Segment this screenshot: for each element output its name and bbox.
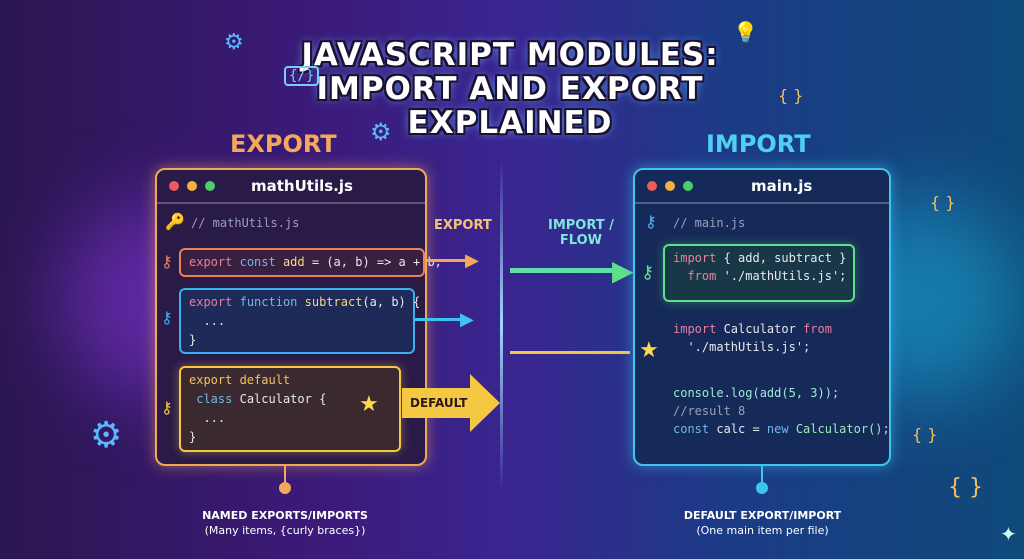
import-arrow-named <box>510 268 620 273</box>
code-comment: // mathUtils.js <box>191 216 300 230</box>
minimize-dot[interactable] <box>665 181 675 191</box>
caption-subtitle: (One main item per file) <box>696 524 829 537</box>
default-arrow-head <box>470 374 500 432</box>
code-token: (a, b) { <box>362 295 421 309</box>
connector-dot <box>279 482 291 494</box>
center-divider <box>500 160 503 490</box>
code-token: new <box>766 422 789 436</box>
code-token: } <box>189 430 197 444</box>
minimize-dot[interactable] <box>187 181 197 191</box>
braces-icon: { } <box>948 475 983 500</box>
code-token: const <box>239 255 276 269</box>
connector-line <box>761 466 763 484</box>
code-token: subtract <box>304 295 363 309</box>
star-icon: ★ <box>639 338 659 363</box>
gear-icon: ⚙ <box>224 30 244 55</box>
code-comment: // main.js <box>673 216 746 230</box>
code-token: Calculator <box>716 322 804 336</box>
default-import-code: import Calculator from './mathUtils.js'; <box>673 320 832 356</box>
braces-icon: { } <box>778 86 804 105</box>
sparkle-icon: ✦ <box>1000 522 1017 546</box>
usage-code: console.log(add(5, 3)); //result 8 const… <box>673 384 890 438</box>
code-token: = (a, b) => a + b; <box>304 255 442 269</box>
key-icon: ⚷ <box>641 262 655 283</box>
page-title: JAVASCRIPT MODULES: IMPORT AND EXPORT EX… <box>260 38 760 140</box>
key-icon: ⚷ <box>645 212 657 231</box>
code-token: './mathUtils.js'; <box>716 269 847 283</box>
code-token: './mathUtils.js'; <box>687 340 811 354</box>
default-export-caption: DEFAULT EXPORT/IMPORT (One main item per … <box>630 508 895 538</box>
import-arrow-default <box>510 351 630 354</box>
key-icon: ⚷ <box>161 252 173 271</box>
default-arrow: DEFAULT <box>402 388 472 418</box>
export-arrow-add <box>425 259 470 262</box>
code-token: } <box>189 333 197 347</box>
key-icon: ⚷ <box>161 398 173 417</box>
code-token: calc = <box>709 422 767 436</box>
code-token: function <box>239 295 298 309</box>
maximize-dot[interactable] <box>205 181 215 191</box>
code-token: ... <box>189 314 226 328</box>
lightbulb-icon: 💡 <box>733 20 758 44</box>
code-token: from <box>803 322 832 336</box>
title-line: EXPLAINED <box>407 105 613 141</box>
code-token: { <box>311 392 327 406</box>
window-titlebar: mathUtils.js <box>157 170 425 204</box>
export-arrow-label: EXPORT <box>434 218 492 233</box>
code-token: console.log(add(5, 3)); <box>673 386 840 400</box>
code-token: export <box>189 255 233 269</box>
code-token: { add, subtract } <box>716 251 847 265</box>
export-const-block: export const add = (a, b) => a + b; <box>179 248 442 277</box>
code-token: Calculator <box>239 392 312 406</box>
file-name: mathUtils.js <box>251 177 353 195</box>
arrow-head-icon: ▶ <box>612 254 634 287</box>
flow-label-line: FLOW <box>559 233 602 248</box>
close-dot[interactable] <box>169 181 179 191</box>
main-window: main.js ⚷ // main.js import { add, subtr… <box>633 168 891 466</box>
import-flow-label: IMPORT /FLOW <box>548 218 614 248</box>
code-token: //result 8 <box>673 404 746 418</box>
caption-title: DEFAULT EXPORT/IMPORT <box>683 509 842 522</box>
key-icon: 🔑 <box>165 212 185 231</box>
gear-icon: ⚙ <box>370 118 392 146</box>
code-token: const <box>673 422 710 436</box>
caption-subtitle: (Many items, {curly braces}) <box>204 524 366 537</box>
gear-icon: ⚙ <box>90 415 123 456</box>
code-token: export default <box>189 373 291 387</box>
braces-icon: { } <box>912 425 938 444</box>
code-token: Calculator(); <box>788 422 890 436</box>
code-token: export <box>189 295 233 309</box>
export-arrow-subtract <box>415 318 465 321</box>
code-token: add <box>282 255 305 269</box>
title-line: JAVASCRIPT MODULES: <box>301 37 719 73</box>
arrow-head-icon: ▶ <box>465 250 479 271</box>
export-default-block: export default class Calculator { ... } <box>179 366 401 452</box>
title-line: IMPORT AND EXPORT <box>316 71 704 107</box>
file-name: main.js <box>751 177 813 195</box>
code-icon: {/} <box>284 66 320 86</box>
import-heading: IMPORT <box>706 130 811 158</box>
key-icon: ⚷ <box>161 308 173 327</box>
window-titlebar: main.js <box>635 170 889 204</box>
braces-icon: { } <box>930 193 956 212</box>
code-token: import <box>673 322 717 336</box>
flow-label-line: IMPORT / <box>548 218 614 233</box>
named-exports-caption: NAMED EXPORTS/IMPORTS (Many items, {curly… <box>150 508 420 538</box>
connector-line <box>284 466 286 484</box>
export-function-block: export function subtract(a, b) { ... } <box>179 288 420 354</box>
maximize-dot[interactable] <box>683 181 693 191</box>
star-icon: ★ <box>359 392 379 417</box>
close-dot[interactable] <box>647 181 657 191</box>
export-heading: EXPORT <box>230 130 337 158</box>
code-token: from <box>687 269 717 283</box>
named-import-block: import { add, subtract } from './mathUti… <box>663 244 855 302</box>
connector-dot <box>756 482 768 494</box>
code-token: ... <box>189 411 226 425</box>
mathutils-window: mathUtils.js 🔑 // mathUtils.js export co… <box>155 168 442 466</box>
arrow-head-icon: ▶ <box>460 309 474 330</box>
code-token: class <box>196 392 233 406</box>
caption-title: NAMED EXPORTS/IMPORTS <box>202 509 368 522</box>
code-token: import <box>673 251 717 265</box>
